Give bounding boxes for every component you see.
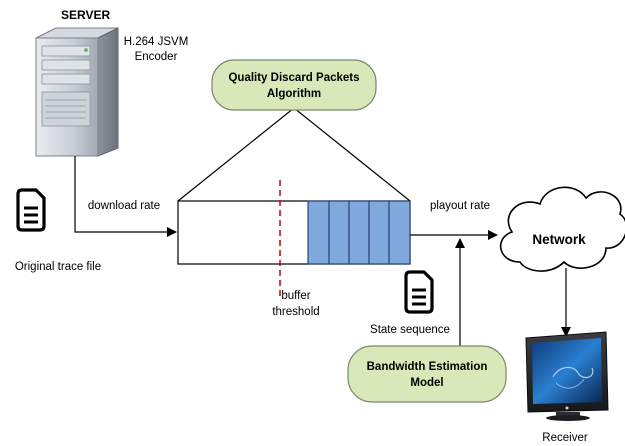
network-cloud [499, 186, 625, 272]
bandwidth-estimation-line1: Bandwidth Estimation [367, 361, 488, 373]
download-rate-label: download rate [88, 200, 160, 212]
trace-file-icon [16, 188, 46, 232]
receiver-label: Receiver [542, 432, 588, 444]
original-trace-label: Original trace file [15, 261, 101, 273]
network-label: Network [532, 232, 586, 247]
server-icon [35, 27, 119, 157]
discard-line-left [177, 107, 295, 202]
encoder-label-line2: Encoder [135, 51, 178, 63]
buffer-packets [307, 200, 411, 265]
download-connector [74, 156, 177, 237]
buffer-threshold-line2: threshold [272, 306, 319, 318]
buffer-packet [328, 200, 350, 265]
encoder-label-line1: H.264 JSVM [124, 36, 189, 48]
playout-rate-label: playout rate [430, 200, 490, 212]
buffer-packet [388, 200, 411, 265]
buffer-packet [307, 200, 330, 265]
quality-discard-line2: Algorithm [267, 88, 321, 100]
bandwidth-estimation-node [347, 345, 507, 403]
quality-discard-line1: Quality Discard Packets [228, 72, 359, 84]
buffer-packet [368, 200, 390, 265]
discard-line-right [293, 107, 411, 202]
state-sequence-label: State sequence [370, 324, 450, 336]
buffer-packet [348, 200, 370, 265]
bandwidth-estimation-line2: Model [410, 377, 443, 389]
buffer-threshold-line1: buffer [281, 290, 310, 302]
receiver-tv-icon [525, 331, 609, 421]
state-sequence-icon [404, 270, 434, 314]
quality-discard-node [211, 59, 377, 111]
server-label: SERVER [61, 8, 110, 22]
